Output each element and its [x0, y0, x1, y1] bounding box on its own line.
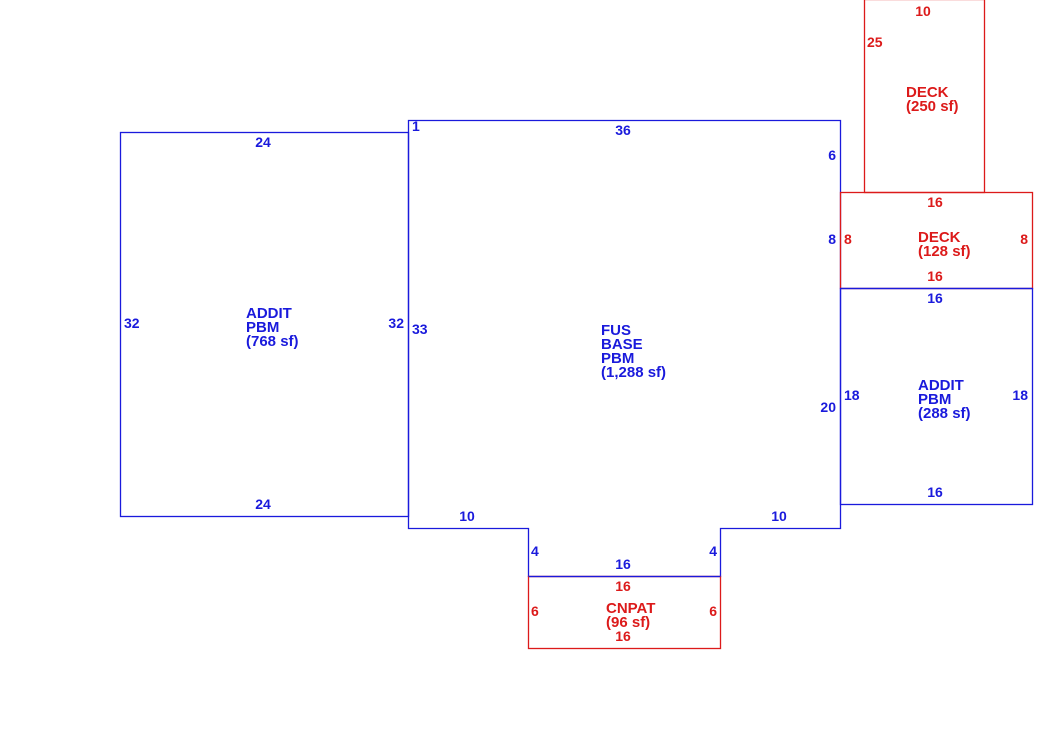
- dim-cnpat-left: 6: [531, 603, 539, 619]
- svg-text:ADDIT: ADDIT: [918, 377, 964, 394]
- svg-text:BASE: BASE: [601, 336, 643, 353]
- dim-addit-right-bottom: 16: [927, 484, 943, 500]
- svg-text:DECK: DECK: [906, 84, 949, 101]
- area-label-deck-middle: DECK (128 sf): [918, 229, 971, 260]
- dim-deck-middle-right: 8: [1020, 231, 1028, 247]
- dim-addit-left-left: 32: [124, 315, 140, 331]
- svg-text:(250 sf): (250 sf): [906, 98, 959, 115]
- svg-text:(1,288 sf): (1,288 sf): [601, 364, 666, 381]
- dim-cnpat-top: 16: [615, 578, 631, 594]
- dim-fus-left: 33: [412, 321, 428, 337]
- dim-addit-left-top: 24: [255, 134, 271, 150]
- area-label-addit-left: ADDIT PBM (768 sf): [246, 305, 299, 350]
- dim-fus-notch-bottom: 16: [615, 556, 631, 572]
- svg-text:CNPAT: CNPAT: [606, 600, 655, 617]
- dim-deck-middle-left: 8: [844, 231, 852, 247]
- area-label-cnpat: CNPAT (96 sf): [606, 600, 655, 631]
- svg-text:PBM: PBM: [918, 391, 951, 408]
- dim-deck-middle-top: 16: [927, 194, 943, 210]
- svg-text:(128 sf): (128 sf): [918, 243, 971, 260]
- area-label-fus-base: FUS BASE PBM (1,288 sf): [601, 322, 666, 381]
- dim-fus-right-mid: 8: [828, 231, 836, 247]
- svg-text:PBM: PBM: [601, 350, 634, 367]
- dim-deck-middle-bottom: 16: [927, 268, 943, 284]
- svg-text:DECK: DECK: [918, 229, 961, 246]
- dim-cnpat-bottom: 16: [615, 628, 631, 644]
- dim-fus-bottom-right: 10: [771, 508, 787, 524]
- svg-text:(288 sf): (288 sf): [918, 405, 971, 422]
- dim-fus-right-upper: 6: [828, 147, 836, 163]
- svg-text:FUS: FUS: [601, 322, 631, 339]
- dim-addit-left-bottom: 24: [255, 496, 271, 512]
- dim-fus-notch-left: 4: [531, 543, 539, 559]
- dim-fus-right-lower: 20: [820, 399, 836, 415]
- dim-addit-right-top: 16: [927, 290, 943, 306]
- dim-addit-right-left: 18: [844, 387, 860, 403]
- dim-deck-upper-left: 25: [867, 34, 883, 50]
- svg-text:(768 sf): (768 sf): [246, 333, 299, 350]
- dim-cnpat-right: 6: [709, 603, 717, 619]
- dim-fus-corner: 1: [412, 118, 420, 134]
- dim-fus-top: 36: [615, 122, 631, 138]
- area-label-deck-upper: DECK (250 sf): [906, 84, 959, 115]
- svg-text:(96 sf): (96 sf): [606, 614, 650, 631]
- dim-deck-upper-top: 10: [915, 3, 931, 19]
- dim-addit-left-right: 32: [388, 315, 404, 331]
- dim-fus-bottom-left: 10: [459, 508, 475, 524]
- dim-addit-right-right: 18: [1012, 387, 1028, 403]
- svg-text:PBM: PBM: [246, 319, 279, 336]
- dim-fus-notch-right: 4: [709, 543, 717, 559]
- svg-text:ADDIT: ADDIT: [246, 305, 292, 322]
- area-label-addit-right: ADDIT PBM (288 sf): [918, 377, 971, 422]
